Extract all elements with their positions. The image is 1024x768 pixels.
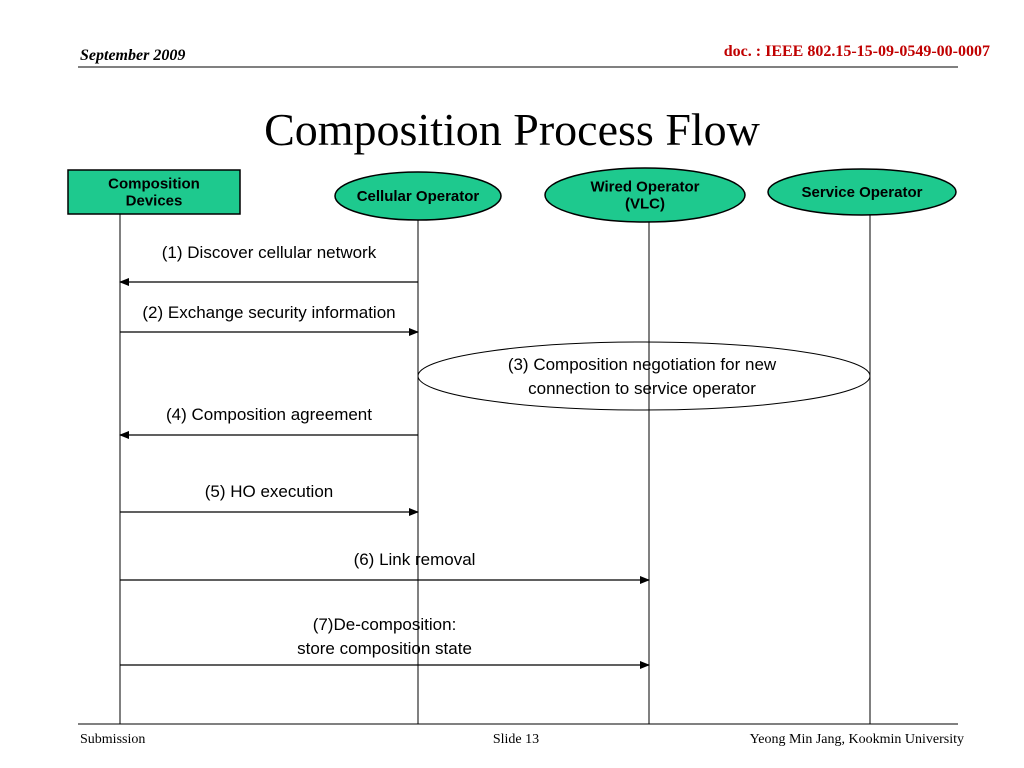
entity-ellipse-wired [544,167,746,223]
negotiation-ellipse [417,341,871,411]
entity-label-wired: Wired Operator [590,179,699,196]
entity-wired: Wired Operator(VLC) [544,167,746,223]
footer-submission: Submission [80,732,145,747]
negotiation-label: connection to service operator [528,379,756,398]
message-label: (5) HO execution [205,482,334,501]
entity-label-wired: (VLC) [625,196,665,213]
entity-label-devices: Composition [108,176,200,193]
negotiation-step: (3) Composition negotiation for new conne… [417,341,871,411]
footer-author: Yeong Min Jang, Kookmin University [750,732,964,747]
negotiation-label: (3) Composition negotiation for new [508,355,777,374]
message-5: (6) Link removal [120,550,650,584]
page-title: Composition Process Flow [264,104,761,155]
entity-service: Service Operator [767,168,957,216]
message-label: (2) Exchange security information [142,303,395,322]
message-6: (7)De-composition: store composition stat… [120,615,650,669]
entity-label-devices: Devices [126,193,183,210]
entity-box-devices [67,169,241,215]
entity-ellipse-cellular [334,171,502,221]
message-label: (7)De-composition: [313,615,457,634]
message-label: store composition state [297,639,472,658]
entity-label-cellular: Cellular Operator [357,188,480,205]
message-label: (4) Composition agreement [166,405,372,424]
message-3: (4) Composition agreement [119,405,418,439]
message-2: (2) Exchange security information [120,303,419,336]
entity-label-service: Service Operator [802,184,923,201]
message-4: (5) HO execution [120,482,419,516]
message-label: (6) Link removal [354,550,476,569]
header-doc-id: doc. : IEEE 802.15-15-09-0549-00-0007 [724,43,990,60]
message-label: (1) Discover cellular network [162,243,377,262]
footer-slide-number: Slide 13 [493,732,539,747]
entity-cellular: Cellular Operator [334,171,502,221]
message-1: (1) Discover cellular network [119,243,418,286]
header-date: September 2009 [80,47,185,64]
entity-ellipse-service [767,168,957,216]
